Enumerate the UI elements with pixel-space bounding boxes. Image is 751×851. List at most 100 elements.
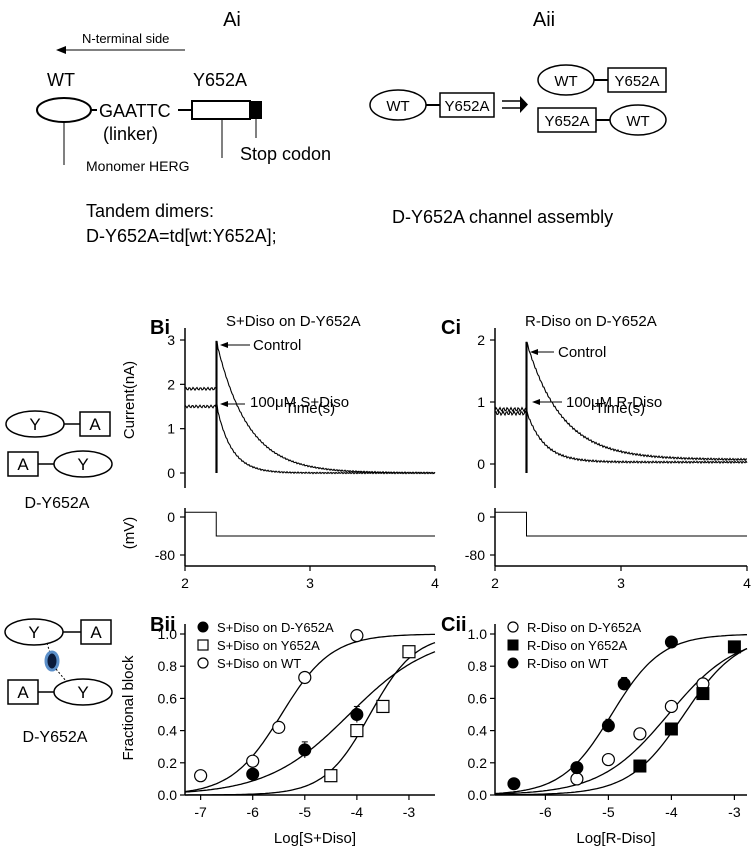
bii-ylabel: Fractional block bbox=[120, 655, 137, 761]
current-y-tick-label: 3 bbox=[167, 332, 175, 348]
fit-curve bbox=[494, 647, 748, 795]
dr-y-tick-label: 0.0 bbox=[468, 787, 488, 803]
data-point bbox=[507, 777, 521, 791]
ci-title: R-Diso on D-Y652A bbox=[525, 313, 657, 330]
data-point bbox=[298, 670, 312, 685]
time-x-tick-label: 2 bbox=[491, 575, 499, 591]
stop-codon-block bbox=[250, 101, 262, 119]
voltage-y-tick-label: 0 bbox=[477, 509, 485, 525]
bi-drug-label: 100μM S+Diso bbox=[250, 394, 349, 411]
assembly-label: D-Y652A channel assembly bbox=[392, 207, 613, 227]
data-point bbox=[570, 772, 584, 786]
legend-label: S+Diso on WT bbox=[217, 656, 301, 671]
data-point bbox=[633, 759, 647, 773]
cartoon-bot-a2: A bbox=[17, 683, 29, 702]
dr-x-tick-label: -6 bbox=[246, 804, 259, 820]
dr-x-tick-label: -3 bbox=[403, 804, 416, 820]
time-x-tick-label: 3 bbox=[617, 575, 625, 591]
data-point bbox=[664, 699, 679, 714]
cii-xlabel: Log[R-Diso] bbox=[576, 830, 655, 847]
data-point bbox=[570, 761, 584, 775]
cartoon-top: Y A A Y D-Y652A bbox=[5, 410, 113, 512]
current-trace-100-m-s-diso bbox=[184, 404, 436, 475]
time-x-tick-label: 3 bbox=[306, 575, 314, 591]
dr-y-tick-label: 0.0 bbox=[158, 787, 178, 803]
cartoon-top-y2-ellipse bbox=[53, 450, 113, 478]
bi-ylabel: Current(nA) bbox=[121, 361, 138, 439]
data-point bbox=[272, 720, 286, 734]
ci-xlabel: Time(s) bbox=[595, 400, 645, 417]
cartoon-top-a2: A bbox=[17, 455, 29, 474]
cartoon-bot-y: Y bbox=[28, 623, 39, 642]
fit-curve bbox=[185, 641, 436, 796]
legend-marker bbox=[197, 639, 209, 651]
bi-control-arrowhead bbox=[220, 342, 228, 348]
data-point bbox=[601, 719, 615, 733]
current-y-tick-label: 0 bbox=[167, 465, 175, 481]
wt-label: WT bbox=[47, 70, 75, 90]
data-point bbox=[350, 723, 364, 738]
label-ci: Ci bbox=[441, 317, 461, 339]
tandem-label-2: D-Y652A=td[wt:Y652A]; bbox=[86, 226, 277, 246]
bi-xlabel: Time(s) bbox=[285, 400, 335, 417]
data-point bbox=[246, 767, 260, 781]
data-point bbox=[664, 635, 678, 649]
label-ai: Ai bbox=[223, 9, 241, 31]
time-x-tick-label: 2 bbox=[181, 575, 189, 591]
voltage-protocol-trace bbox=[495, 511, 747, 537]
current-y-tick-label: 1 bbox=[167, 421, 175, 437]
bi-title: S+Diso on D-Y652A bbox=[226, 313, 361, 330]
dr-y-tick-label: 0.8 bbox=[158, 658, 178, 674]
data-point bbox=[601, 752, 616, 767]
data-point bbox=[350, 708, 364, 721]
nterm-label: N-terminal side bbox=[82, 31, 169, 46]
fit-curve bbox=[494, 634, 747, 795]
current-y-tick-label: 0 bbox=[477, 456, 485, 472]
cartoon-bot-a: A bbox=[90, 623, 102, 642]
ci-drug-arrowhead bbox=[532, 399, 540, 405]
legend-label: S+Diso on D-Y652A bbox=[217, 620, 334, 635]
mutant-label: Y652A bbox=[193, 70, 247, 90]
dr-y-tick-label: 0.4 bbox=[468, 723, 488, 739]
cartoon-bot-a-box bbox=[80, 619, 112, 645]
current-y-tick-label: 1 bbox=[477, 394, 485, 410]
dr-x-tick-label: -4 bbox=[665, 804, 678, 820]
legend-marker bbox=[507, 639, 519, 651]
stop-codon-label: Stop codon bbox=[240, 144, 331, 164]
data-point bbox=[246, 754, 260, 768]
panel-a: Ai Aii N-terminal side WT GAATTC (linker… bbox=[36, 9, 667, 246]
legend-label: S+Diso on Y652A bbox=[217, 638, 320, 653]
bi-control-label: Control bbox=[253, 337, 301, 354]
voltage-protocol-trace bbox=[185, 511, 435, 537]
bi-vlabel: (mV) bbox=[121, 517, 138, 550]
current-trace-control bbox=[494, 341, 748, 473]
dr-y-tick-label: 1.0 bbox=[468, 626, 488, 642]
aii-mut-label: Y652A bbox=[444, 98, 489, 115]
cartoon-top-y: Y bbox=[29, 415, 40, 434]
time-x-tick-label: 4 bbox=[743, 575, 751, 591]
cartoon-bot-label: D-Y652A bbox=[23, 729, 88, 746]
time-x-tick-label: 4 bbox=[431, 575, 439, 591]
cartoon-top-y2: Y bbox=[77, 455, 88, 474]
legend-marker bbox=[197, 621, 209, 633]
nterm-arrowhead bbox=[56, 46, 66, 54]
data-point bbox=[376, 699, 390, 714]
aii-bot-mut-label: Y652A bbox=[544, 113, 589, 130]
current-trace-100-m-r-diso bbox=[494, 409, 748, 473]
legend-label: R-Diso on Y652A bbox=[527, 638, 628, 653]
data-point bbox=[298, 743, 312, 757]
label-bii: Bii bbox=[150, 614, 176, 636]
ci-control-label: Control bbox=[558, 344, 606, 361]
legend-marker bbox=[197, 657, 209, 669]
legend-marker bbox=[507, 621, 519, 633]
dr-y-tick-label: 0.6 bbox=[158, 690, 178, 706]
data-point bbox=[402, 645, 416, 659]
data-point bbox=[617, 677, 631, 691]
aii-top-mut-label: Y652A bbox=[614, 73, 659, 90]
label-cii: Cii bbox=[441, 614, 467, 636]
data-point bbox=[350, 629, 364, 643]
